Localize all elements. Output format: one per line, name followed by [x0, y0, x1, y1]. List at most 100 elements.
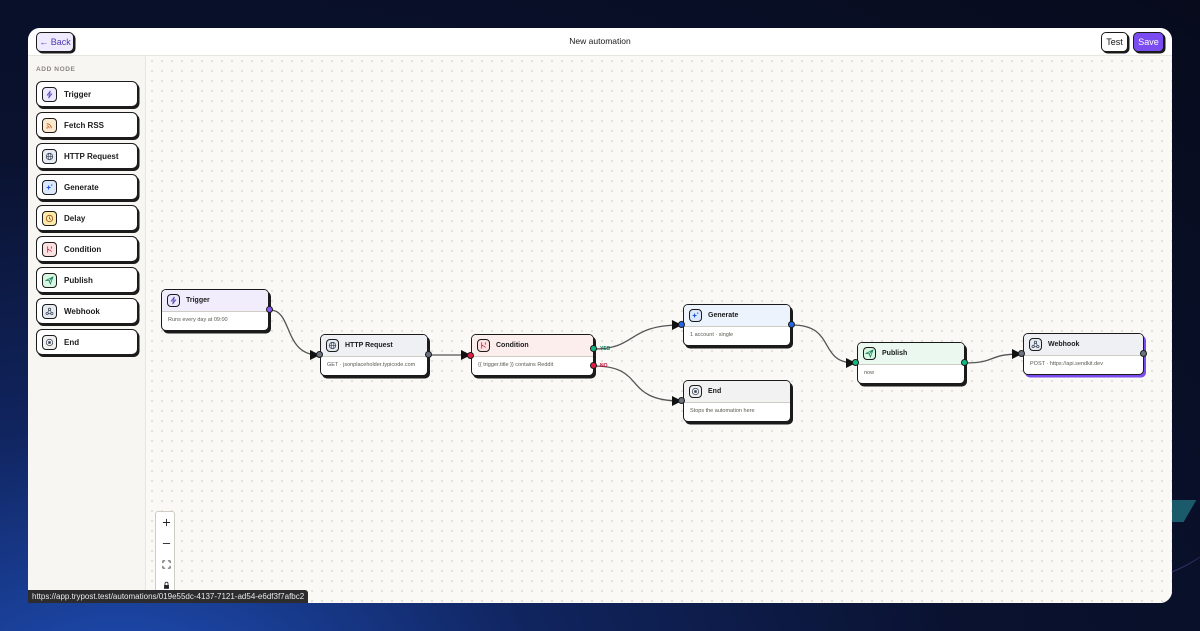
node-header: Trigger: [162, 290, 268, 312]
no-branch-label: NO: [600, 363, 608, 369]
lock-button[interactable]: [156, 575, 176, 595]
node-header: Webhook: [1024, 334, 1143, 356]
yes-port[interactable]: [590, 345, 597, 352]
node-publish[interactable]: Publish now: [857, 342, 965, 384]
edge-publish-webhook: [964, 349, 1022, 364]
input-port[interactable]: [316, 351, 323, 358]
node-header: Publish: [858, 343, 964, 365]
sidebar-item-publish[interactable]: Publish: [36, 267, 138, 293]
webhook-icon: [1029, 338, 1042, 351]
node-subtitle: 1 account · single: [690, 332, 734, 338]
stop-icon: [689, 385, 702, 398]
fit-view-button[interactable]: [156, 554, 176, 574]
output-port[interactable]: [1140, 350, 1147, 357]
node-subtitle: now: [864, 370, 875, 376]
sidebar-item-webhook[interactable]: Webhook: [36, 298, 138, 324]
node-generate[interactable]: Generate 1 account · single: [683, 304, 791, 346]
output-port[interactable]: [425, 351, 432, 358]
node-subtitle: Stops the automation here: [690, 408, 755, 414]
zoom-in-button[interactable]: [156, 512, 176, 532]
input-port[interactable]: [852, 359, 859, 366]
node-webhook[interactable]: Webhook POST · https://api.sendkit.dev: [1023, 333, 1144, 375]
test-button[interactable]: Test: [1101, 32, 1128, 52]
sidebar-heading: ADD NODE: [36, 66, 76, 73]
node-subtitle: {{ trigger.title }} contains Reddit: [478, 362, 554, 368]
node-condition[interactable]: Condition {{ trigger.title }} contains R…: [471, 334, 594, 376]
branch-icon: [42, 241, 57, 257]
node-title: Publish: [882, 350, 908, 357]
app-window: ← Back New automation Test Save ADD NODE…: [28, 28, 1172, 603]
globe-icon: [326, 339, 339, 352]
sidebar-item-label: Fetch RSS: [64, 120, 105, 130]
send-icon: [863, 347, 876, 360]
page-title: New automation: [569, 36, 631, 46]
sidebar-item-end[interactable]: End: [36, 329, 138, 355]
clock-icon: [42, 210, 57, 226]
sidebar-item-label: End: [64, 337, 80, 347]
link-status-bar: https://app.trypost.test/automations/019…: [28, 590, 309, 603]
yes-branch-label: YES: [600, 346, 611, 352]
sidebar-item-fetch-rss[interactable]: Fetch RSS: [36, 112, 138, 138]
sparkles-icon: [689, 309, 702, 322]
sidebar-item-delay[interactable]: Delay: [36, 205, 138, 231]
node-subtitle: POST · https://api.sendkit.dev: [1030, 361, 1103, 367]
edge-condition-end: [593, 365, 682, 406]
node-header: Condition: [472, 335, 593, 357]
lock-icon: [163, 581, 169, 589]
node-title: End: [708, 388, 722, 395]
input-port[interactable]: [1018, 350, 1025, 357]
input-port[interactable]: [678, 397, 685, 404]
top-bar: ← Back New automation Test Save: [28, 28, 1172, 56]
node-title: Webhook: [1048, 341, 1080, 348]
fit-view-icon: [161, 559, 171, 569]
sidebar-item-condition[interactable]: Condition: [36, 236, 138, 262]
no-port[interactable]: [590, 362, 597, 369]
node-header: HTTP Request: [321, 335, 427, 357]
minus-icon: [162, 542, 170, 544]
add-node-sidebar: ADD NODE Trigger Fetch RSS HTTP Request …: [28, 56, 146, 603]
node-title: Generate: [708, 312, 739, 319]
sidebar-item-label: Condition: [64, 244, 102, 254]
edge-generate-publish: [791, 324, 856, 368]
output-port[interactable]: [266, 306, 273, 313]
output-port[interactable]: [788, 321, 795, 328]
plus-icon: [162, 518, 170, 526]
rss-icon: [42, 117, 57, 133]
node-http-request[interactable]: HTTP Request GET · jsonplaceholder.typic…: [320, 334, 428, 376]
bolt-icon: [42, 86, 57, 102]
sparkles-icon: [42, 179, 57, 195]
zoom-controls: [155, 511, 175, 595]
sidebar-item-label: HTTP Request: [64, 151, 119, 161]
edge-condition-generate: [593, 320, 682, 350]
edge-trigger-http: [269, 309, 320, 360]
workflow-canvas[interactable]: Trigger Runs every day at 09:00 HTTP Req…: [147, 56, 1172, 603]
sidebar-item-label: Webhook: [64, 306, 100, 316]
node-subtitle: Runs every day at 09:00: [168, 317, 228, 323]
node-title: Trigger: [186, 297, 210, 304]
node-header: End: [684, 381, 790, 403]
branch-icon: [477, 339, 490, 352]
node-title: Condition: [496, 342, 529, 349]
node-title: HTTP Request: [345, 342, 393, 349]
output-port[interactable]: [961, 359, 968, 366]
input-port[interactable]: [467, 352, 474, 359]
node-subtitle: GET · jsonplaceholder.typicode.com: [327, 362, 416, 368]
sidebar-item-label: Publish: [64, 275, 93, 285]
stop-icon: [42, 334, 57, 350]
bolt-icon: [167, 294, 180, 307]
sidebar-item-http-request[interactable]: HTTP Request: [36, 143, 138, 169]
back-button[interactable]: ← Back: [36, 32, 74, 52]
sidebar-item-trigger[interactable]: Trigger: [36, 81, 138, 107]
zoom-out-button[interactable]: [156, 533, 176, 553]
save-button[interactable]: Save: [1133, 32, 1164, 52]
webhook-icon: [42, 303, 57, 319]
sidebar-item-label: Trigger: [64, 89, 92, 99]
node-header: Generate: [684, 305, 790, 327]
sidebar-item-label: Delay: [64, 213, 86, 223]
input-port[interactable]: [678, 321, 685, 328]
send-icon: [42, 272, 57, 288]
node-trigger[interactable]: Trigger Runs every day at 09:00: [161, 289, 269, 331]
edges-layer: [269, 309, 1022, 406]
node-end[interactable]: End Stops the automation here: [683, 380, 791, 422]
sidebar-item-generate[interactable]: Generate: [36, 174, 138, 200]
